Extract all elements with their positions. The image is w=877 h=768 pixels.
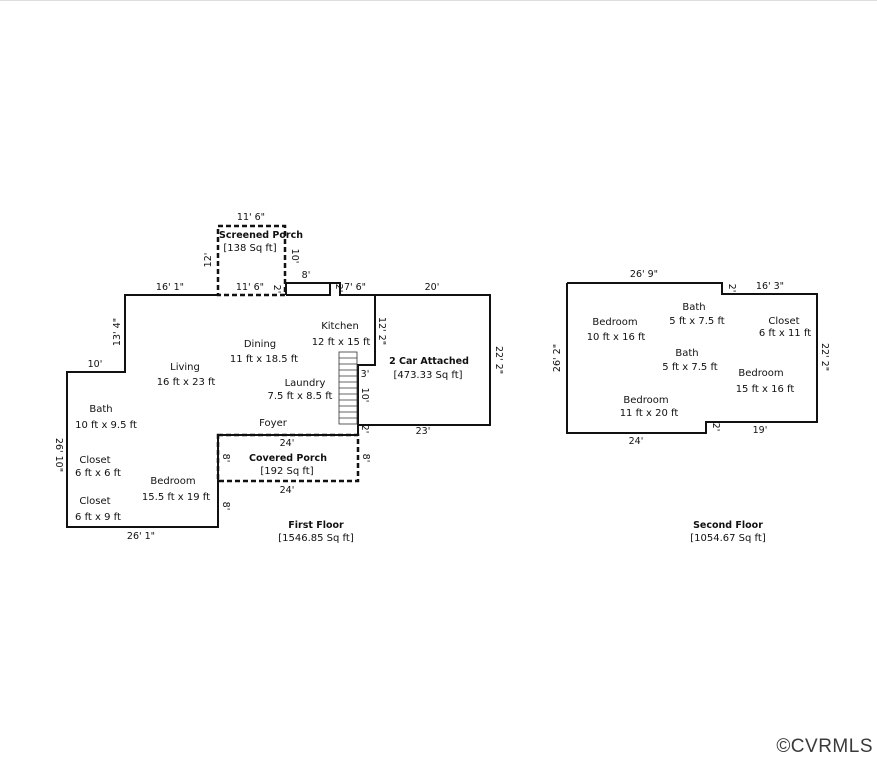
dim-kitchen-side: 12' 2" [376,317,387,345]
second-floor: 26' 9" 2' 16' 3" 26' 2" 22' 2" 24' 2' 19… [552,269,830,544]
sf-dim-right: 22' 2" [819,343,830,371]
first-floor-outline [66,294,491,528]
stairs [338,351,358,425]
closet-1-size: 6 ft x 6 ft [75,468,121,479]
sf-dim-left: 26' 2" [552,344,563,372]
dim-bottom-total: 26' 1" [127,531,155,542]
sf-dim-step-bottom: 2' [710,423,721,432]
living-size: 16 ft x 23 ft [157,377,216,388]
sf-dim-step-top: 2' [726,284,737,293]
dim-cp-bottom: 24' [280,485,295,496]
dining-size: 11 ft x 18.5 ft [230,354,298,365]
watermark: ©CVRMLS [776,736,873,757]
garage-area: [473.33 Sq ft] [393,370,462,381]
kitchen-label: Kitchen [321,321,359,332]
dim-step-7-6: 7' 6" [344,282,366,293]
sf-bedroom-1-label: Bedroom [592,317,637,328]
dim-sp-small: 2' [271,285,282,294]
dim-stair-2: 2' [359,425,370,434]
dim-sp-left: 12' [203,253,214,268]
kitchen-size: 12 ft x 15 ft [312,337,371,348]
sf-dim-top-right: 16' 3" [756,281,784,292]
dim-step-2: 2' [333,284,344,293]
dim-bottom-8: 8' [220,502,231,511]
dim-sp-bottom: 11' 6" [236,282,264,293]
closet-1-label: Closet [79,455,110,466]
dim-cp-left: 8' [220,454,231,463]
second-floor-area: [1054.67 Sq ft] [690,533,766,544]
dim-sp-top: 11' 6" [237,212,265,223]
sf-bath-2-label: Bath [675,348,698,359]
sf-dim-bottom-left: 24' [629,436,644,447]
first-floor-top-step [285,282,330,295]
dining-label: Dining [244,339,276,350]
sf-dim-top-left: 26' 9" [630,269,658,280]
dim-stair-3: 3' [361,369,370,380]
bedroom-label: Bedroom [150,476,195,487]
sf-bedroom-1-size: 10 ft x 16 ft [587,332,646,343]
second-floor-title: Second Floor [693,520,763,531]
laundry-size: 7.5 ft x 8.5 ft [268,391,333,402]
dim-ledge-10: 10' [88,359,103,370]
dim-stair-10: 10' [359,388,370,403]
closet-2-size: 6 ft x 9 ft [75,512,121,523]
living-label: Living [170,362,200,373]
dim-left-upper: 13' 4" [112,318,123,346]
screened-porch-area: [138 Sq ft] [223,243,276,254]
covered-porch-area: [192 Sq ft] [260,466,313,477]
dim-cp-right: 8' [360,454,371,463]
first-floor-title: First Floor [288,520,344,531]
dim-left-total: 26' 10" [53,438,64,472]
dim-top-left: 16' 1" [156,282,184,293]
bath-size: 10 ft x 9.5 ft [75,420,137,431]
sf-bedroom-3-label: Bedroom [623,395,668,406]
foyer-label: Foyer [259,418,288,429]
sf-closet-label: Closet [768,316,799,327]
covered-porch-outline [216,433,360,483]
first-floor-top-wall [286,282,375,296]
sf-bedroom-3-size: 11 ft x 20 ft [620,408,679,419]
covered-porch-label: Covered Porch [249,453,327,464]
first-floor-area: [1546.85 Sq ft] [278,533,354,544]
laundry-label: Laundry [285,378,326,389]
closet-2-label: Closet [79,496,110,507]
dim-garage-bottom: 23' [416,426,431,437]
bedroom-size: 15.5 ft x 19 ft [142,492,210,503]
sf-bath-2-size: 5 ft x 7.5 ft [662,362,718,373]
sf-dim-bottom-right: 19' [753,425,768,436]
sf-bath-1-label: Bath [682,302,705,313]
dim-sp-right: 10' [289,249,300,264]
screened-porch-label: Screened Porch [219,230,303,241]
top-border [0,0,877,1]
second-floor-outline [566,282,818,434]
sf-bedroom-2-label: Bedroom [738,368,783,379]
bath-label: Bath [89,404,112,415]
dim-garage-top: 20' [425,282,440,293]
dim-garage-right: 22' 2" [493,346,504,374]
sf-closet-size: 6 ft x 11 ft [759,328,811,339]
garage-label: 2 Car Attached [389,356,469,367]
sf-bedroom-2-size: 15 ft x 16 ft [736,384,795,395]
dim-step-8: 8' [302,270,311,281]
dim-cp-top: 24' [280,438,295,449]
first-floor: Screened Porch [138 Sq ft] Dining 11 ft … [53,212,504,544]
screened-porch-outline [216,224,287,297]
sf-bath-1-size: 5 ft x 7.5 ft [669,316,725,327]
